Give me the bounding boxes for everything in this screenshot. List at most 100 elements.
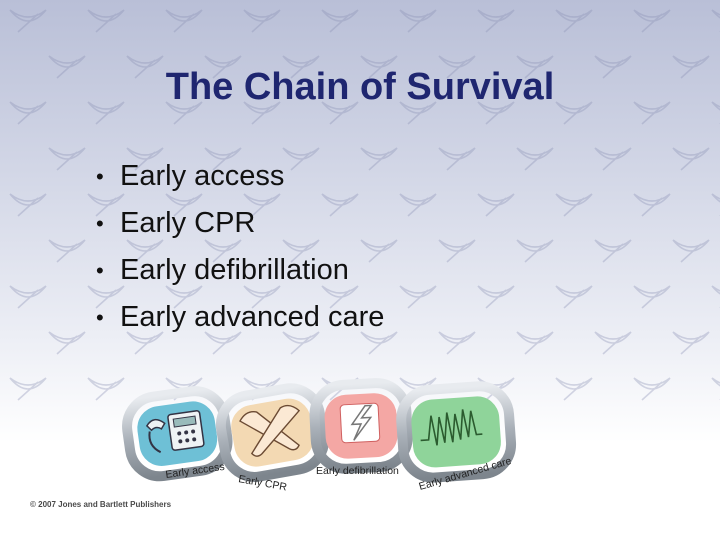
background-motif bbox=[477, 9, 515, 33]
copyright-notice: © 2007 Jones and Bartlett Publishers bbox=[30, 500, 172, 509]
background-motif bbox=[243, 9, 281, 33]
bullet-list: •Early access •Early CPR •Early defibril… bbox=[96, 153, 384, 341]
chain-link-early-defibrillation bbox=[309, 378, 413, 474]
telephone-icon bbox=[145, 410, 205, 454]
background-motif bbox=[633, 377, 671, 401]
background-motif bbox=[672, 147, 710, 171]
background-motif bbox=[477, 285, 515, 309]
background-motif bbox=[594, 331, 632, 355]
background-motif bbox=[711, 193, 720, 216]
background-motif bbox=[204, 331, 242, 355]
background-motif bbox=[438, 331, 476, 355]
background-motif bbox=[672, 331, 710, 355]
background-motif bbox=[87, 101, 125, 125]
background-motif bbox=[555, 285, 593, 309]
background-motif bbox=[711, 285, 720, 308]
background-motif bbox=[321, 101, 359, 125]
background-motif bbox=[516, 239, 554, 263]
background-motif bbox=[126, 239, 164, 263]
background-motif bbox=[165, 101, 203, 125]
background-motif bbox=[633, 193, 671, 217]
background-motif bbox=[204, 147, 242, 171]
bullet-dot-icon: • bbox=[96, 305, 104, 330]
chain-link-early-advanced-care bbox=[396, 381, 517, 483]
background-motif bbox=[48, 331, 86, 355]
background-motif bbox=[321, 285, 359, 309]
background-motif bbox=[126, 331, 164, 355]
background-motif bbox=[165, 9, 203, 33]
background-motif bbox=[360, 55, 398, 79]
background-motif bbox=[282, 147, 320, 171]
background-motif bbox=[672, 55, 710, 79]
background-motif bbox=[48, 239, 86, 263]
background-motif bbox=[516, 55, 554, 79]
background-motif bbox=[633, 9, 671, 33]
background-motif bbox=[48, 147, 86, 171]
background-motif bbox=[438, 239, 476, 263]
background-motif bbox=[438, 147, 476, 171]
background-motif bbox=[399, 101, 437, 125]
background-motif bbox=[282, 55, 320, 79]
background-motif bbox=[48, 55, 86, 79]
background-motif bbox=[87, 193, 125, 217]
background-motif bbox=[165, 193, 203, 217]
background-motif bbox=[711, 377, 720, 400]
background-motif bbox=[555, 377, 593, 401]
chain-link-early-cpr bbox=[215, 383, 330, 482]
slide-title: The Chain of Survival bbox=[165, 66, 555, 108]
background-motif bbox=[633, 101, 671, 125]
background-motif bbox=[360, 331, 398, 355]
background-motif bbox=[477, 193, 515, 217]
bullet-dot-icon: • bbox=[96, 164, 104, 189]
lightning-bolt-icon bbox=[339, 402, 381, 444]
background-motif bbox=[126, 55, 164, 79]
background-motif bbox=[555, 101, 593, 125]
bullet-item: •Early advanced care bbox=[96, 294, 384, 341]
chain-of-survival-illustration: Early access Early CPR Early defibrillat… bbox=[122, 378, 517, 494]
background-motif bbox=[399, 285, 437, 309]
background-motif bbox=[243, 193, 281, 217]
background-motif bbox=[126, 147, 164, 171]
background-motif bbox=[360, 239, 398, 263]
background-motif bbox=[555, 9, 593, 33]
background-motif bbox=[243, 101, 281, 125]
background-motif bbox=[204, 239, 242, 263]
bullet-dot-icon: • bbox=[96, 211, 104, 236]
bullet-dot-icon: • bbox=[96, 258, 104, 283]
background-motif bbox=[477, 101, 515, 125]
background-motif bbox=[282, 239, 320, 263]
background-motif bbox=[594, 239, 632, 263]
background-motif bbox=[594, 55, 632, 79]
background-motif bbox=[516, 147, 554, 171]
background-motif bbox=[9, 285, 47, 309]
background-motif bbox=[204, 55, 242, 79]
link-fill bbox=[411, 396, 501, 468]
background-motif bbox=[711, 9, 720, 32]
background-motif bbox=[672, 239, 710, 263]
crossed-hands-icon bbox=[239, 404, 301, 457]
background-motif bbox=[594, 147, 632, 171]
background-motif bbox=[633, 285, 671, 309]
background-motif bbox=[321, 193, 359, 217]
ecg-waveform-icon bbox=[420, 409, 483, 446]
background-motif bbox=[282, 331, 320, 355]
background-motif bbox=[438, 55, 476, 79]
background-motif bbox=[399, 193, 437, 217]
background-motif bbox=[87, 9, 125, 33]
background-motif bbox=[555, 193, 593, 217]
background-motif bbox=[9, 377, 47, 401]
background-motif bbox=[9, 193, 47, 217]
background-motif bbox=[9, 101, 47, 125]
background-motif bbox=[516, 331, 554, 355]
background-motif bbox=[87, 377, 125, 401]
background-motif bbox=[321, 9, 359, 33]
background-motif bbox=[360, 147, 398, 171]
bullet-item: •Early access bbox=[96, 153, 384, 200]
background-motif bbox=[165, 285, 203, 309]
background-motif bbox=[243, 285, 281, 309]
background-motif bbox=[399, 9, 437, 33]
chain-label-early-defibrillation: Early defibrillation bbox=[316, 465, 399, 477]
background-motif bbox=[87, 285, 125, 309]
bullet-item: •Early defibrillation bbox=[96, 247, 384, 294]
